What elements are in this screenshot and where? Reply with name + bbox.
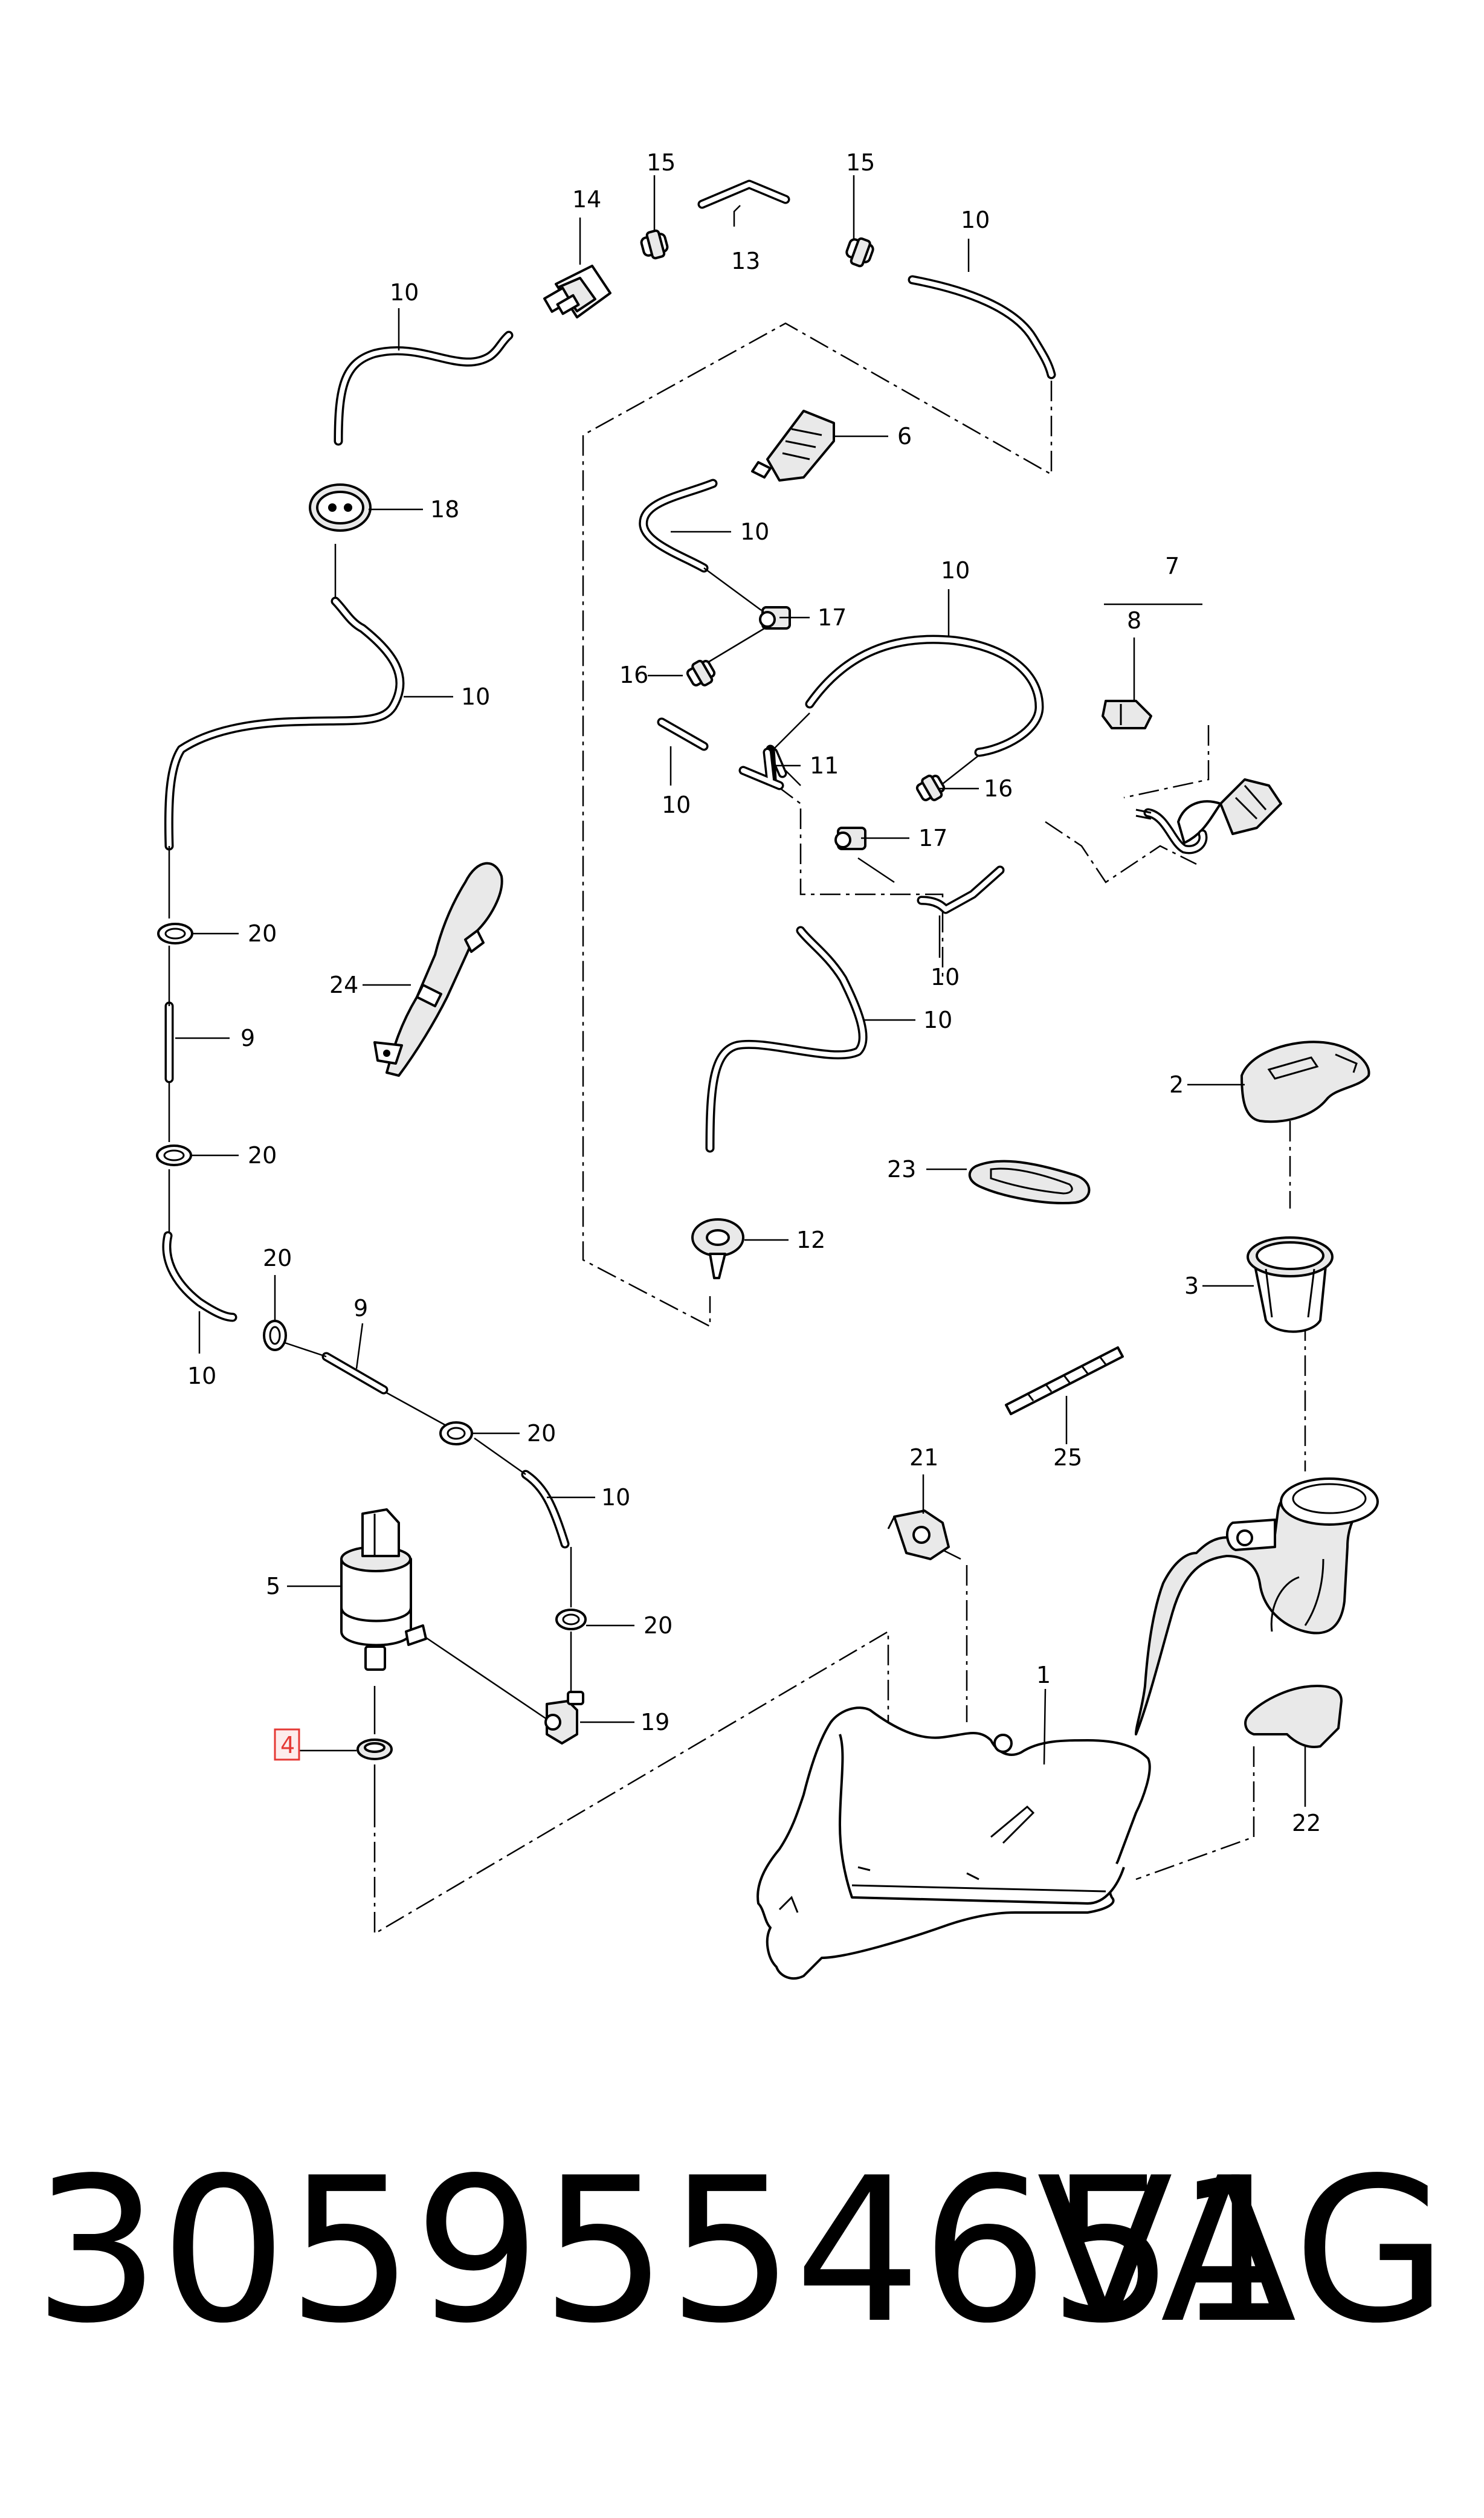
callout-10-top-left: 10 (390, 279, 419, 306)
callout-17-lower: 17 (918, 825, 947, 851)
clip-20-b (156, 1144, 192, 1166)
callout-16-lower: 16 (984, 775, 1013, 802)
callout-10-short: 10 (662, 792, 691, 818)
footer: 3059554651 VAG (0, 2151, 1484, 2405)
brand-name: VAG (1036, 2135, 1448, 2367)
callout-8: 8 (1127, 607, 1141, 634)
callout-17-upper: 17 (818, 604, 847, 631)
callout-20-e: 20 (644, 1612, 673, 1639)
callout-10-mid-left: 10 (461, 683, 490, 710)
callout-1: 1 (1036, 1662, 1051, 1688)
callout-10-upper-right: 10 (941, 557, 970, 584)
connector-16-upper (686, 659, 716, 686)
callout-4: 4 (280, 1732, 295, 1758)
leader-lines (175, 175, 1306, 1807)
callout-10-riser: 10 (923, 1007, 952, 1033)
hoses (162, 179, 1056, 1549)
callout-3: 3 (1184, 1273, 1199, 1299)
callout-16-upper: 16 (619, 662, 648, 688)
t-piece-17-upper (759, 606, 791, 630)
callout-21: 21 (909, 1444, 938, 1471)
callout-5: 5 (266, 1573, 280, 1600)
callout-25: 25 (1053, 1444, 1082, 1471)
callout-10-top-right: 10 (961, 207, 990, 233)
part-number: 3059554651 (33, 2135, 1302, 2367)
connector-15-left (640, 229, 669, 260)
callout-10-lower-right: 10 (931, 964, 960, 990)
cover-22 (1244, 1685, 1343, 1748)
callout-24: 24 (329, 972, 358, 998)
bracket-24 (373, 862, 503, 1077)
strainer-3 (1247, 1236, 1334, 1333)
callout-10-pump-hose: 10 (601, 1484, 630, 1511)
callout-20-d: 20 (527, 1420, 556, 1447)
connector-16-lower (915, 774, 946, 801)
callout-20-a: 20 (248, 920, 277, 947)
t-piece-17-lower (834, 827, 866, 850)
elbow-19 (544, 1691, 584, 1745)
callout-12: 12 (796, 1227, 825, 1253)
washer-system-exploded-diagram: 15 15 14 13 10 10 6 18 10 10 7 8 17 16 1… (156, 149, 1379, 1980)
grommet-18 (309, 483, 372, 532)
callout-18: 18 (430, 496, 459, 523)
callout-15-left: 15 (647, 149, 676, 176)
clip-20-c (263, 1320, 287, 1351)
check-valve-14 (543, 265, 611, 318)
clip-20-d (439, 1421, 473, 1445)
callout-10-jet-hose: 10 (740, 518, 769, 545)
callout-20-c: 20 (263, 1245, 292, 1271)
small-parts (156, 229, 1370, 1760)
callout-23: 23 (887, 1156, 916, 1183)
callout-13: 13 (731, 248, 760, 274)
callout-20-b: 20 (248, 1142, 277, 1169)
bracket-clip-21 (887, 1509, 950, 1560)
callout-10-lower-left: 10 (187, 1363, 216, 1389)
callout-14: 14 (572, 186, 601, 213)
assembly-boundary-lines (373, 322, 1306, 1935)
wiring-harness-7 (1135, 778, 1282, 854)
grommet-4 (356, 1738, 393, 1760)
callout-19: 19 (640, 1709, 669, 1735)
callout-9-upper: 9 (240, 1025, 255, 1051)
callout-11: 11 (810, 752, 839, 779)
callout-7: 7 (1165, 553, 1179, 579)
callout-15-right: 15 (846, 149, 875, 176)
connector-lines (168, 544, 979, 1807)
washer-reservoir-1 (757, 1477, 1379, 1980)
t-connector-11 (738, 747, 784, 790)
callout-9-lower: 9 (353, 1295, 368, 1322)
callout-6: 6 (897, 423, 912, 450)
strap-25 (1005, 1346, 1124, 1415)
callout-2: 2 (1169, 1071, 1184, 1098)
washer-jet-6 (751, 410, 835, 482)
connector-housing-8 (1102, 700, 1152, 729)
connector-15-right (845, 237, 874, 268)
callout-labels: 15 15 14 13 10 10 6 18 10 10 7 8 17 16 1… (187, 149, 1321, 1836)
clip-20-a (157, 923, 193, 944)
washer-pump-5 (340, 1508, 427, 1671)
callout-4-highlight (274, 1728, 300, 1761)
callout-22: 22 (1292, 1810, 1321, 1836)
clip-20-e (555, 1609, 587, 1630)
filler-cap-2 (1240, 1041, 1370, 1123)
nozzle-12 (691, 1218, 744, 1279)
seal-23 (968, 1160, 1091, 1204)
